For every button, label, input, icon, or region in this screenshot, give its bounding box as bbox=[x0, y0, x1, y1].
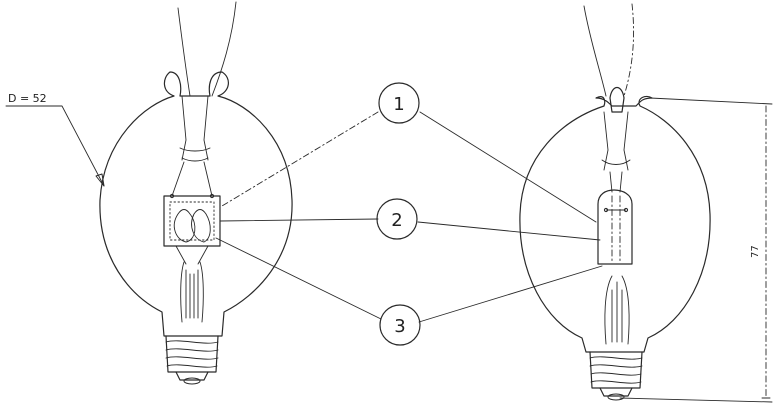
right-bulb: 77 bbox=[519, 3, 773, 403]
callout-1: 1 bbox=[378, 82, 420, 124]
height-label: 77 bbox=[750, 245, 761, 258]
left-bulb-glass bbox=[99, 71, 293, 337]
left-bulb: D = 52 bbox=[5, 1, 293, 385]
callout-3: 3 bbox=[379, 304, 421, 346]
right-screw-base bbox=[589, 351, 643, 401]
diameter-label: D = 52 bbox=[8, 92, 47, 105]
height-dimension: 77 bbox=[619, 97, 773, 403]
callout-1-label: 1 bbox=[393, 94, 404, 115]
right-filament-mount bbox=[597, 189, 633, 265]
callouts: 1 2 3 bbox=[215, 82, 603, 346]
left-screw-base bbox=[165, 335, 219, 385]
callout-3-label: 3 bbox=[394, 316, 405, 337]
right-bulb-glass bbox=[519, 95, 711, 353]
callout-2: 2 bbox=[376, 198, 418, 240]
callout-2-label: 2 bbox=[391, 210, 402, 231]
